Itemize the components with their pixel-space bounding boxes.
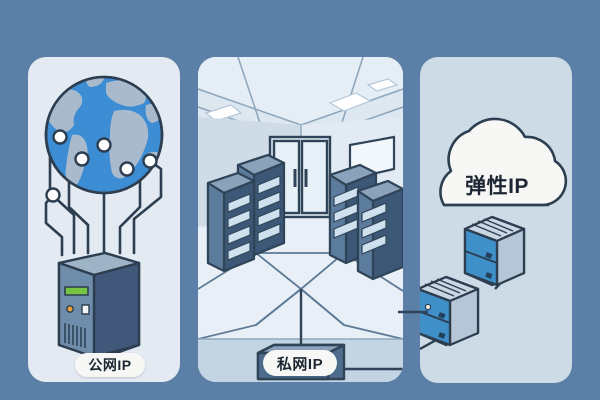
network-node-icon	[45, 187, 61, 203]
private-ip-label: 私网IP	[263, 350, 337, 376]
panel-public-ip	[28, 57, 180, 382]
ceiling-light-icon	[204, 78, 399, 122]
server-rack-icon	[356, 179, 403, 281]
panel-elastic-ip	[420, 57, 572, 383]
public-ip-scene	[44, 75, 164, 359]
panel-private-ip	[198, 57, 403, 382]
server-tower-icon	[57, 251, 141, 359]
network-node-icon	[142, 153, 158, 169]
private-ip-scene	[198, 57, 403, 382]
cloud-icon	[439, 117, 568, 207]
elastic-ip-scene	[420, 117, 568, 351]
inter-panel-cable	[398, 310, 428, 314]
server-box-icon	[420, 275, 480, 347]
server-rack-icon	[206, 171, 256, 273]
network-node-icon	[119, 161, 135, 177]
server-box-icon	[463, 215, 526, 287]
globe-icon	[44, 75, 164, 195]
network-node-icon	[52, 129, 68, 145]
network-node-group	[45, 129, 158, 203]
public-ip-label: 公网IP	[75, 353, 145, 377]
network-node-icon	[96, 137, 112, 153]
network-node-icon	[74, 151, 90, 167]
